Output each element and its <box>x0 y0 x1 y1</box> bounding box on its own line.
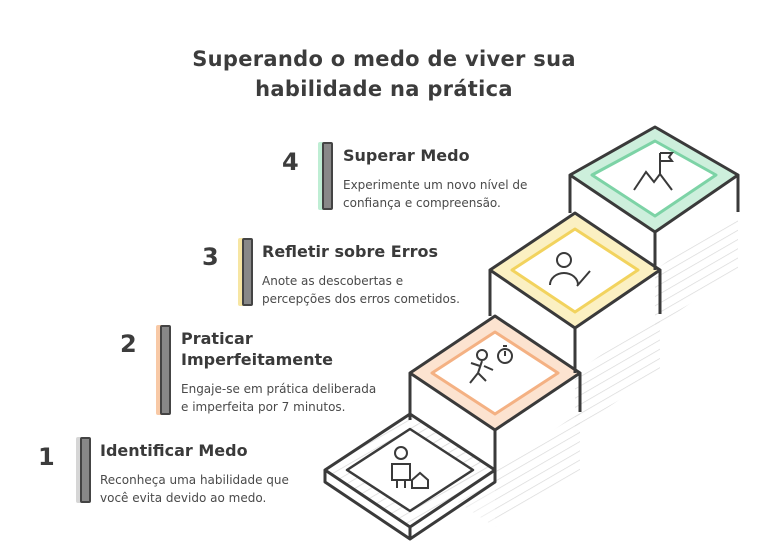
step-4-title: Superar Medo <box>343 146 470 165</box>
step-4-desc-line-1: Experimente um novo nível de <box>343 178 528 192</box>
step-2-desc-line-2: e imperfeita por 7 minutos. <box>181 400 346 414</box>
step-3-title: Refletir sobre Erros <box>262 242 438 261</box>
step-1-desc-line-1: Reconheça uma habilidade que <box>100 473 289 487</box>
step-1-title: Identificar Medo <box>100 441 248 460</box>
title-line-2: habilidade na prática <box>255 77 513 101</box>
person-writing-icon <box>549 252 591 287</box>
stair-2 <box>408 314 582 470</box>
step-3-number: 3 <box>202 243 219 271</box>
step-2-title-line-1: Praticar <box>181 329 253 348</box>
stair-3 <box>488 211 662 373</box>
step-1-bar <box>80 437 91 503</box>
step-3-desc-line-2: percepções dos erros cometidos. <box>262 292 460 306</box>
step-2-desc-line-1: Engaje-se em prática deliberada <box>181 382 377 396</box>
step-3-bar <box>242 238 253 306</box>
running-stopwatch-icon <box>469 345 513 384</box>
step-1-desc-line-2: você evita devido ao medo. <box>100 491 267 505</box>
person-with-house-icon <box>391 446 429 489</box>
step-2-bar <box>160 325 171 415</box>
step-2-number: 2 <box>120 330 137 358</box>
step-4-bar <box>322 142 333 210</box>
stair-4 <box>568 125 740 270</box>
step-4-desc-line-2: confiança e compreensão. <box>343 196 501 210</box>
mountain-flag-icon <box>633 152 674 191</box>
step-3-desc-line-1: Anote as descobertas e <box>262 274 404 288</box>
stair-1 <box>323 412 497 541</box>
step-4-number: 4 <box>282 148 299 176</box>
title-line-1: Superando o medo de viver sua <box>192 47 576 71</box>
diagram-title: Superando o medo de viver sua habilidade… <box>0 44 768 104</box>
step-2-title-line-2: Imperfeitamente <box>181 350 333 369</box>
step-1-number: 1 <box>38 443 55 471</box>
